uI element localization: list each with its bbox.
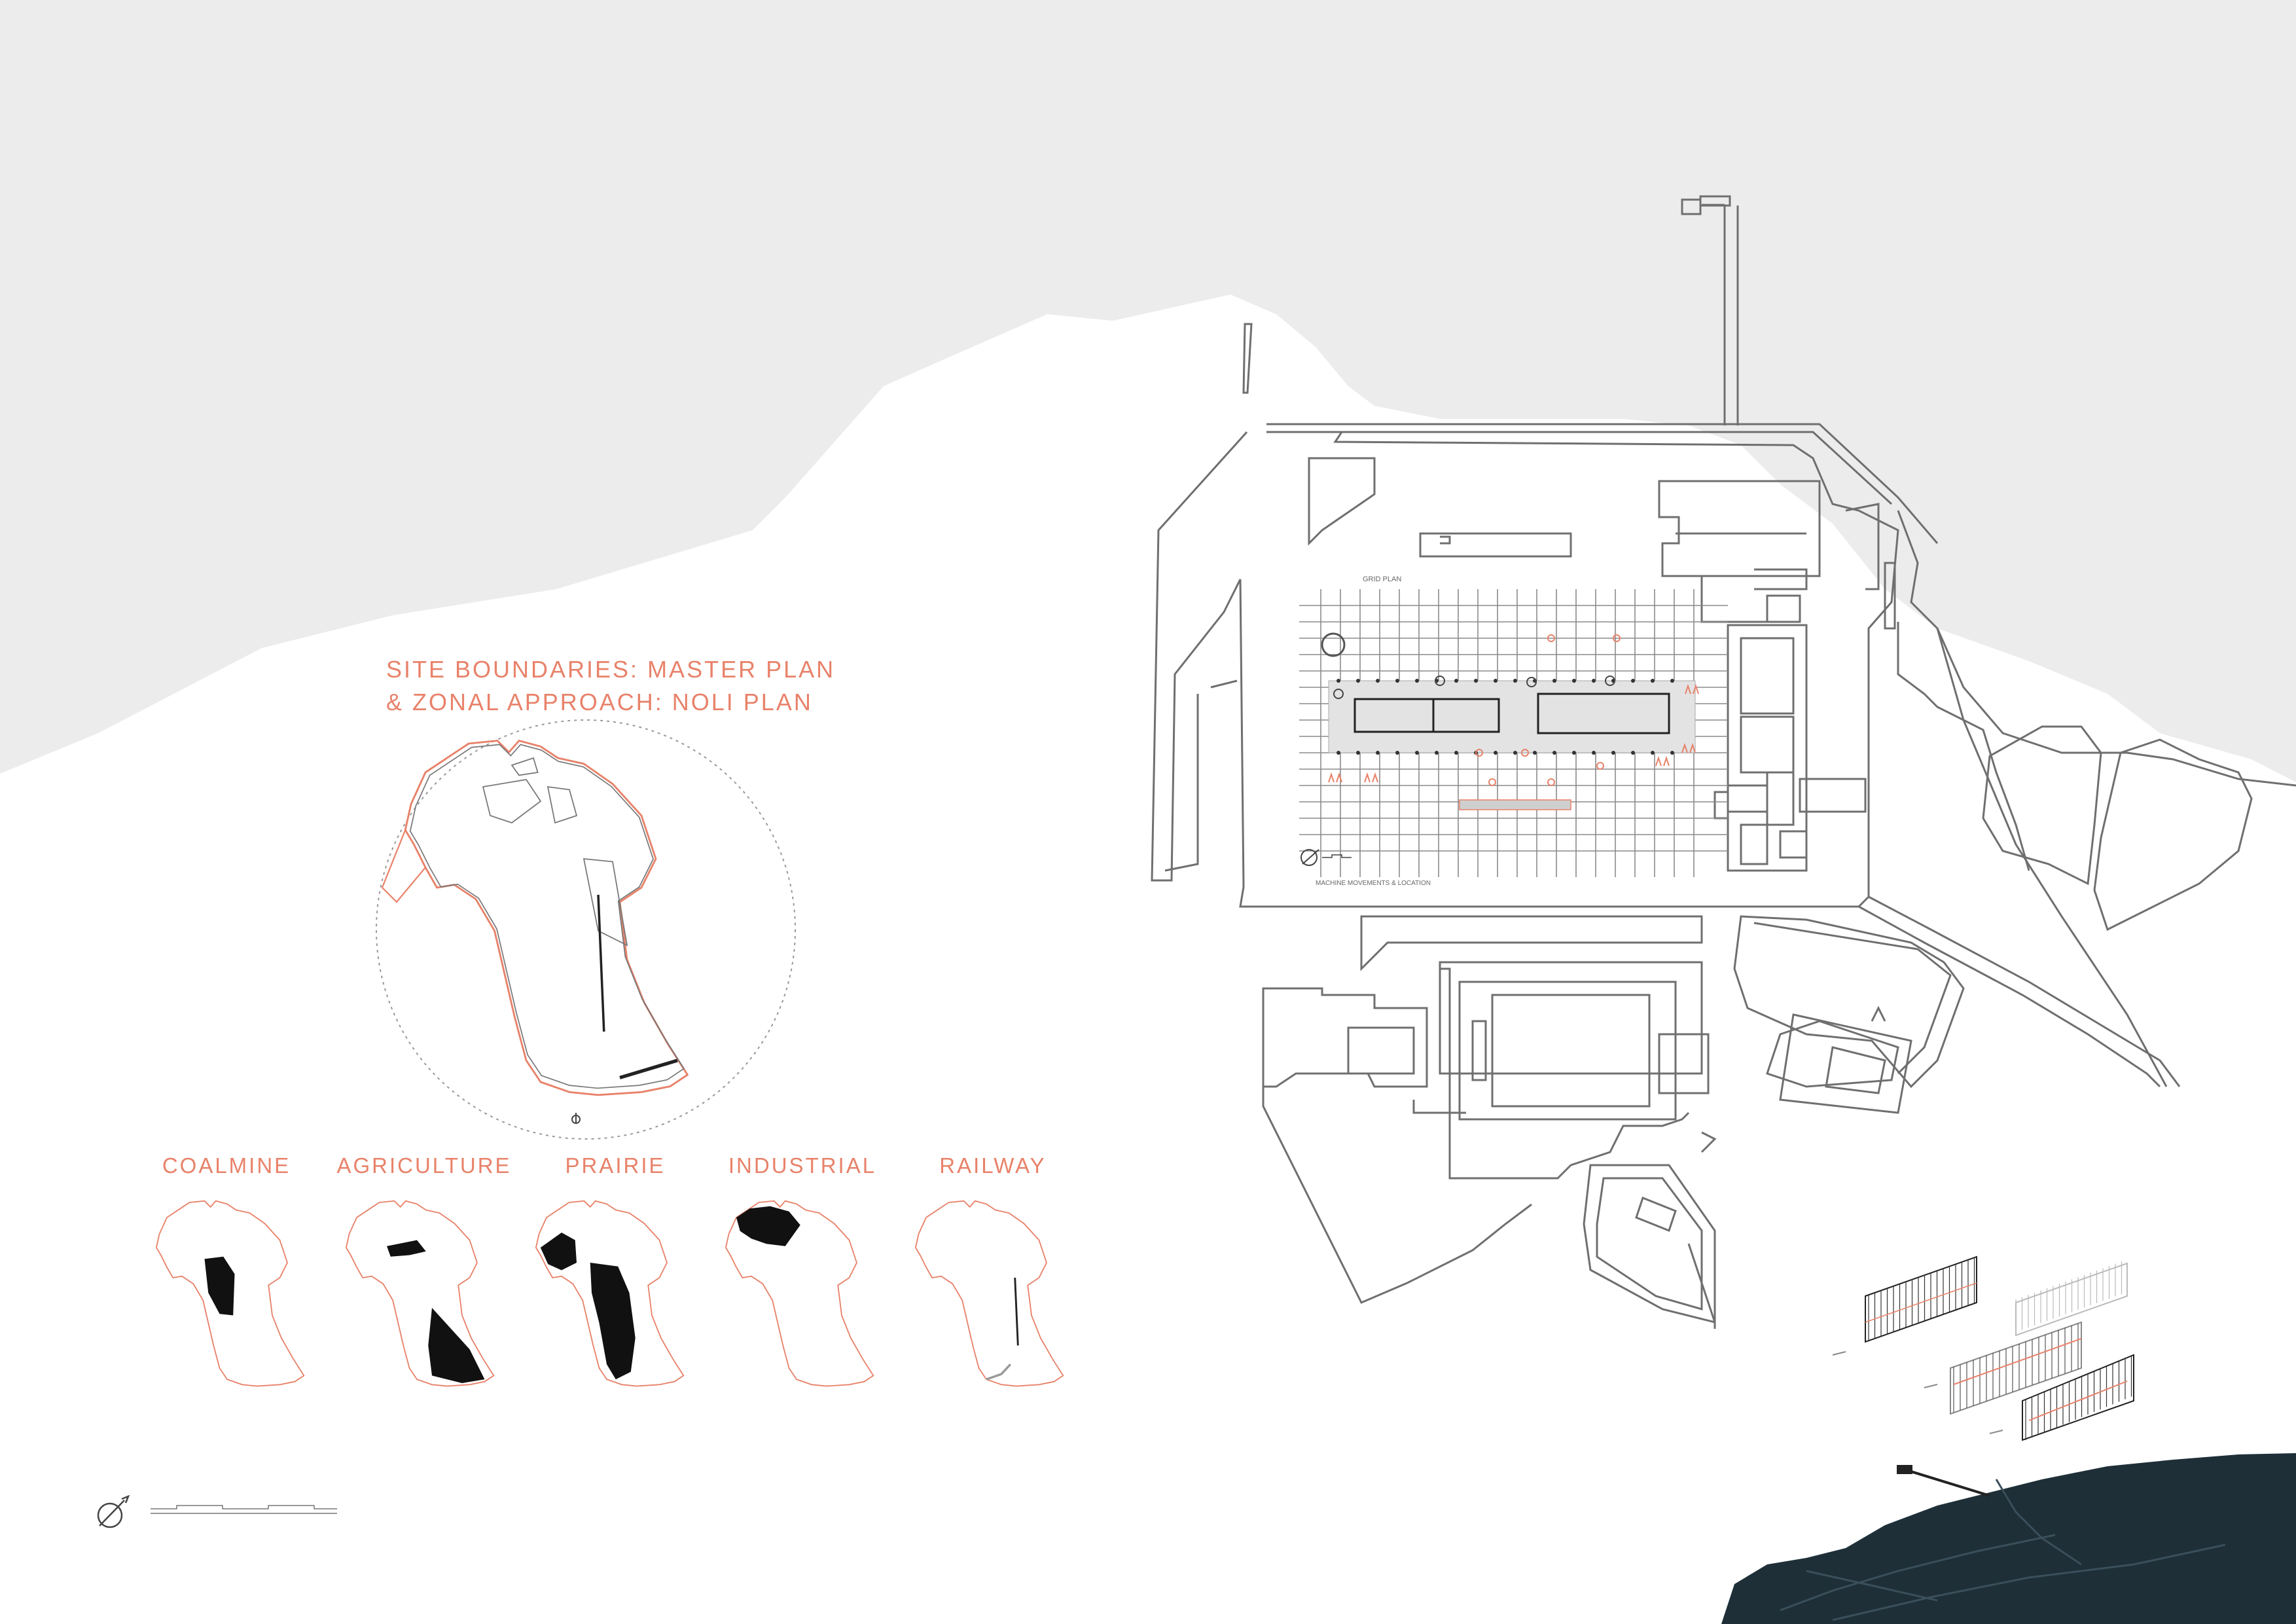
pier-structure [1897,1465,1990,1497]
grid-red-marker [1685,683,1699,695]
grid-red-marker [1596,762,1604,770]
grid-dot [1611,751,1615,755]
scale-bar-icon [151,1505,337,1514]
zone-railway-diagram [914,1200,1064,1387]
grid-building-band [1328,680,1696,753]
grid-dot [1336,679,1340,683]
grid-column-marker [1526,677,1537,687]
machine-movements-label: MACHINE MOVEMENTS & LOCATION [1316,880,1431,887]
grid-dot [1513,751,1517,755]
grid-dot [1415,751,1419,755]
grid-dot [1572,751,1576,755]
grid-dot [1356,679,1360,683]
grid-marker-circle [1321,632,1346,657]
grid-dot [1651,751,1655,755]
grid-column-marker [1435,676,1445,686]
zone-prairie-diagram [535,1200,685,1387]
water-texture [1780,1479,2226,1621]
grid-dot [1474,679,1478,683]
zone-label-railway: RAILWAY [939,1153,1047,1178]
master-plan [1151,195,2296,1329]
grid-plan: GRID PLAN MACHINE MOVEMENTS & LOCATION [1299,575,1728,887]
grid-dot [1670,751,1674,755]
grid-dot [1454,751,1458,755]
grid-dot [1454,679,1458,683]
board-title: SITE BOUNDARIES: MASTER PLAN & ZONAL APP… [386,653,836,719]
grid-dot [1395,679,1399,683]
grid-dot [1435,751,1439,755]
grid-dot [1494,679,1498,683]
grid-red-marker [1521,749,1529,757]
master-plan-inset [376,719,796,1140]
board-title-line1: SITE BOUNDARIES: MASTER PLAN [386,656,836,683]
grid-red-marker [1475,749,1483,757]
grid-column-marker [1333,689,1344,699]
zone-coalmine-diagram [155,1200,305,1387]
water-area [1721,1453,2296,1624]
grid-dot [1670,679,1674,683]
grid-red-marker [1328,772,1342,783]
zone-label-coalmine: COALMINE [162,1153,291,1178]
zone-label-agriculture: AGRICULTURE [336,1153,512,1178]
terrain-background [0,0,2296,782]
road-north [1266,423,1939,544]
grid-dot [1533,751,1537,755]
perimeter-main [1151,431,1899,908]
grid-dot [1592,751,1596,755]
zone-label-industrial: INDUSTRIAL [728,1153,877,1178]
board-title-line2: & ZONAL APPROACH: NOLI PLAN [386,689,813,715]
grid-red-marker [1681,742,1696,753]
grid-dot [1356,751,1360,755]
grid-dot [1552,679,1556,683]
grid-dot [1631,751,1635,755]
zone-industrial-diagram [725,1200,874,1387]
north-arrow-icon [97,1494,130,1528]
zone-label-prairie: PRAIRIE [565,1153,666,1178]
grid-plan-label: GRID PLAN [1363,575,1401,583]
grid-red-marker [1655,755,1670,767]
inset-dotted-circle [376,719,796,1140]
grid-red-marker [1364,772,1378,783]
grid-dot [1513,679,1517,683]
grid-north-arrow-icon [1300,849,1319,866]
machinery-axonometric [1832,1255,2134,1441]
grid-dot [1552,751,1556,755]
grid-red-marker [1488,778,1496,786]
grid-dot [1336,751,1340,755]
inset-north-arrow-icon [571,1113,581,1124]
grid-red-marker [1613,634,1621,642]
grid-column-marker [1605,676,1615,686]
grid-dot [1631,679,1635,683]
grid-dot [1651,679,1655,683]
grid-dot [1376,679,1380,683]
grid-red-marker [1547,634,1555,642]
grid-red-marker [1547,778,1555,786]
grid-dot [1494,751,1498,755]
grid-dot [1592,679,1596,683]
grid-dot [1572,679,1576,683]
pier-head [1681,198,1702,215]
grid-dot [1376,751,1380,755]
zone-diagrams [155,1200,1064,1387]
zone-agriculture-diagram [345,1200,495,1387]
grid-dot [1415,679,1419,683]
grid-dot [1395,751,1399,755]
